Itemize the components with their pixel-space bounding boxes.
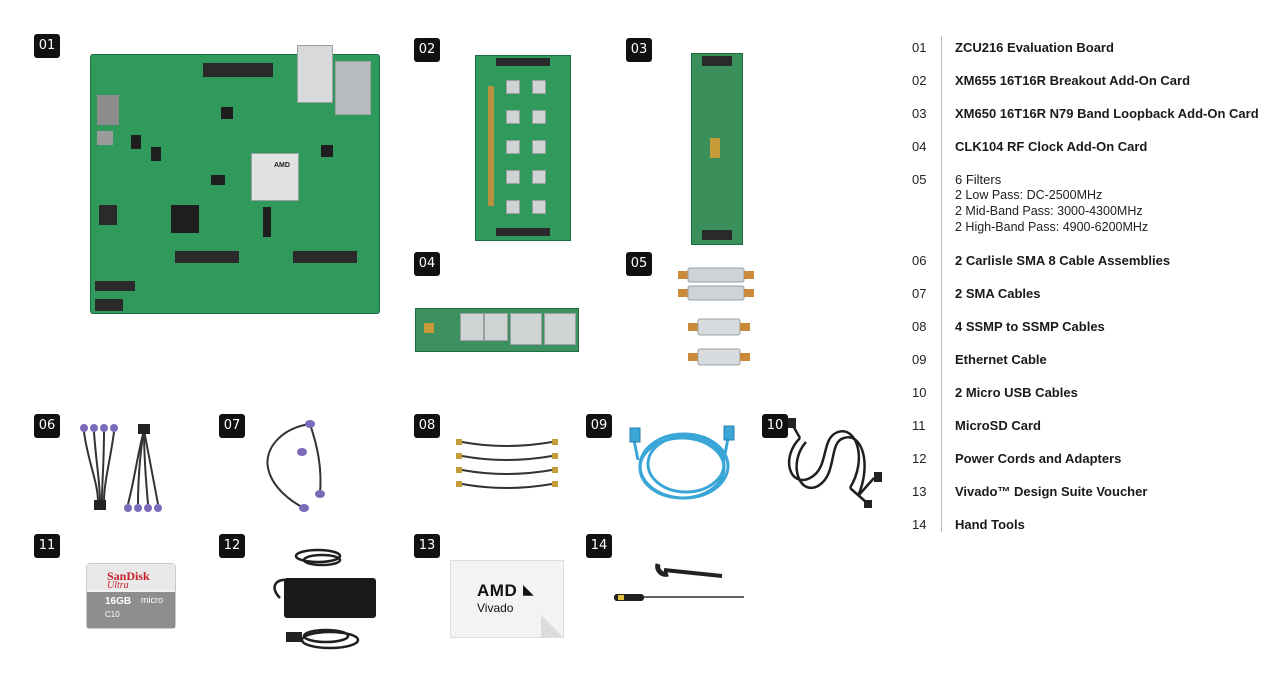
legend-detail: 2 Mid-Band Pass: 3000-4300MHz <box>955 204 1143 218</box>
microsd-card-image: SanDisk Ultra 16GB micro C10 <box>86 563 176 629</box>
ssmp-cables-image <box>456 436 558 494</box>
zcu216-board-image: AMD <box>90 45 380 314</box>
item-badge-08: 08 <box>414 414 440 438</box>
power-cords-adapter-image <box>270 548 378 652</box>
legend-number: 08 <box>912 319 927 334</box>
legend-number: 05 <box>912 172 927 187</box>
xm650-loopback-card-image <box>691 53 743 245</box>
sfp-cage <box>297 45 333 103</box>
ultra-text: Ultra <box>107 580 129 591</box>
micro-usb-cables-image <box>780 418 886 508</box>
item-badge-02: 02 <box>414 38 440 62</box>
item-badge-10: 10 <box>762 414 788 438</box>
clk104-card-image <box>415 308 579 352</box>
qsfp-cage <box>335 61 371 115</box>
legend-title: 6 Filters <box>955 172 1002 187</box>
legend-title: 2 SMA Cables <box>955 286 1041 301</box>
legend-title: Ethernet Cable <box>955 352 1047 367</box>
legend-title: 2 Carlisle SMA 8 Cable Assemblies <box>955 253 1171 268</box>
page-curl <box>541 615 563 637</box>
legend-number: 14 <box>912 517 927 532</box>
legend-number: 12 <box>912 451 927 466</box>
legend-title: 2 Micro USB Cables <box>955 385 1078 400</box>
sandisk-logo-text: SanDisk <box>107 569 150 583</box>
rf-connector-right <box>293 251 357 263</box>
legend-title: XM650 16T16R N79 Band Loopback Add-On Ca… <box>955 106 1259 121</box>
item-badge-01: 01 <box>34 34 60 58</box>
carlisle-sma-cable-assemblies-image <box>78 422 170 514</box>
legend-number: 10 <box>912 385 927 400</box>
legend-title: CLK104 RF Clock Add-On Card <box>955 139 1148 154</box>
item-badge-07: 07 <box>219 414 245 438</box>
vivado-text: Vivado <box>477 601 514 615</box>
legend-number: 01 <box>912 40 927 55</box>
amd-logo-text: AMD <box>477 581 518 600</box>
item-badge-05: 05 <box>626 252 652 276</box>
legend-title: ZCU216 Evaluation Board <box>955 40 1114 55</box>
rfsoc-chip: AMD <box>251 153 299 201</box>
ethernet-cable-image <box>628 420 738 506</box>
legend-title: MicroSD Card <box>955 418 1041 433</box>
item-badge-03: 03 <box>626 38 652 62</box>
legend-number: 06 <box>912 253 927 268</box>
legend-number: 07 <box>912 286 927 301</box>
capacity-text: 16GB <box>105 596 132 607</box>
legend-number: 11 <box>912 418 926 433</box>
legend-title: 4 SSMP to SSMP Cables <box>955 319 1105 334</box>
legend-detail: 2 Low Pass: DC-2500MHz <box>955 188 1103 202</box>
legend-number: 09 <box>912 352 927 367</box>
legend-number: 02 <box>912 73 927 88</box>
item-badge-14: 14 <box>586 534 612 558</box>
item-badge-12: 12 <box>219 534 245 558</box>
legend-title: Power Cords and Adapters <box>955 451 1122 466</box>
item-badge-06: 06 <box>34 414 60 438</box>
legend-title: Vivado™ Design Suite Voucher <box>955 484 1148 499</box>
legend-number: 03 <box>912 106 927 121</box>
micro-sd-logo-text: micro <box>141 595 163 605</box>
item-badge-04: 04 <box>414 252 440 276</box>
sma-cables-image <box>262 418 332 514</box>
legend-divider <box>941 36 942 532</box>
rf-connector-left <box>175 251 239 263</box>
item-badge-09: 09 <box>586 414 612 438</box>
speed-class-text: C10 <box>105 610 120 619</box>
filters-image <box>678 265 762 373</box>
vivado-voucher-image: AMD ◣ Vivado <box>450 560 564 638</box>
legend-title: Hand Tools <box>955 517 1025 532</box>
item-badge-13: 13 <box>414 534 440 558</box>
legend-number: 04 <box>912 139 927 154</box>
legend-title: XM655 16T16R Breakout Add-On Card <box>955 73 1191 88</box>
amd-arrow-icon: ◣ <box>523 581 534 597</box>
legend-number: 13 <box>912 484 927 499</box>
item-badge-11: 11 <box>34 534 60 558</box>
xm655-breakout-card-image <box>475 55 571 241</box>
hand-tools-image <box>612 560 746 606</box>
legend-detail: 2 High-Band Pass: 4900-6200MHz <box>955 220 1149 234</box>
